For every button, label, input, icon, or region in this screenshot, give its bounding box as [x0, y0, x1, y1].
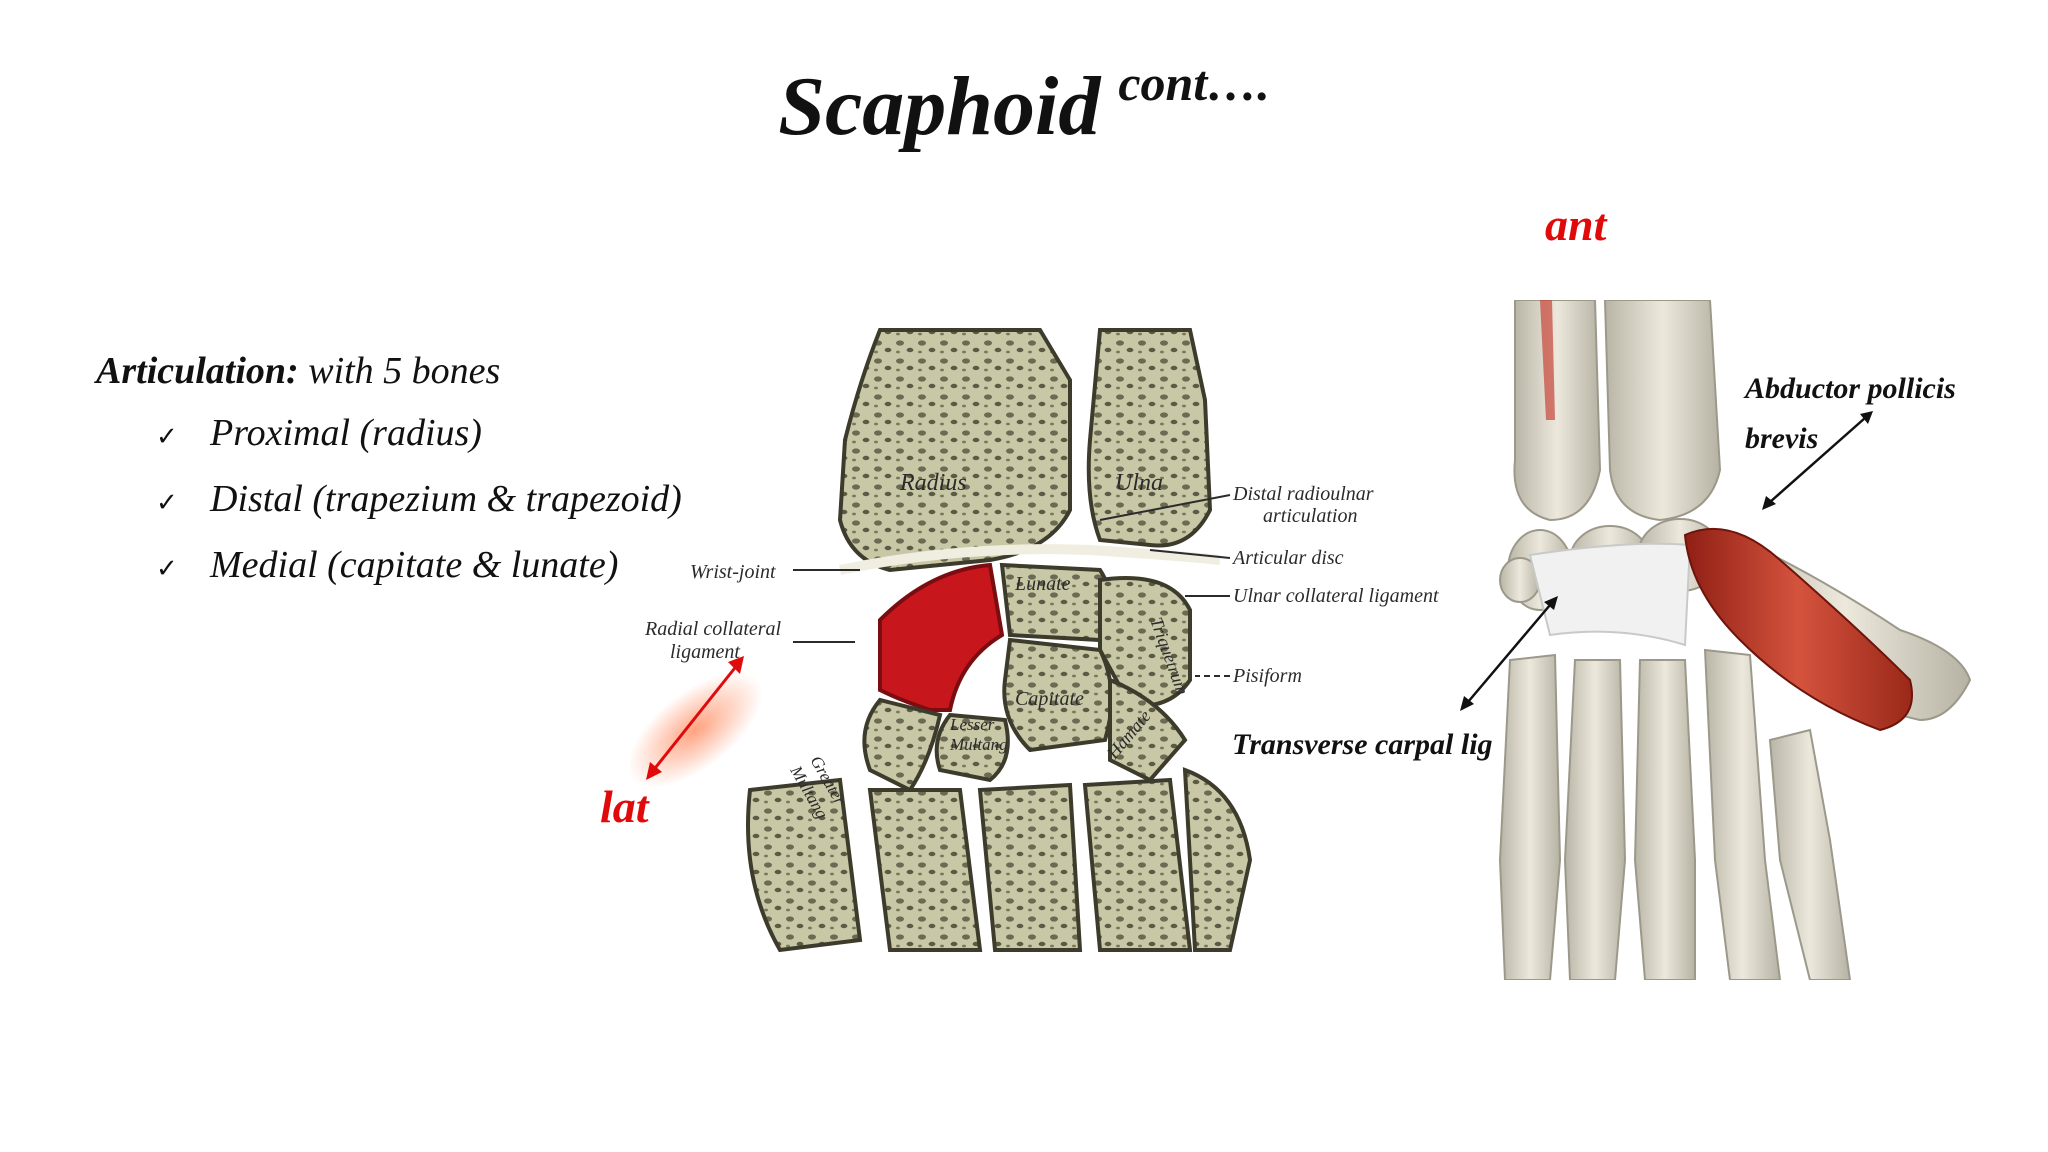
- bone-label-lesser-multangular-2: Multang: [949, 735, 1008, 754]
- label-abductor-pollicis: Abductor pollicis: [1745, 372, 1956, 405]
- bone-label-lesser-multangular: Lesser: [949, 715, 995, 734]
- check-icon: ✓: [156, 554, 178, 583]
- wrist-section-figure: Radius Ulna Lunate Capitate Triquetrum H…: [627, 320, 1530, 960]
- callout-pisiform: Pisiform: [1232, 665, 1302, 687]
- bone-label-radius: Radius: [899, 470, 967, 496]
- list-item: ✓Distal (trapezium & trapezoid): [156, 468, 682, 534]
- callout-ulnar-collateral: Ulnar collateral ligament: [1233, 585, 1439, 607]
- label-transverse-carpal-lig: Transverse carpal lig: [1232, 728, 1493, 761]
- direction-label-ant: ant: [1545, 199, 1607, 250]
- callout-distal-radioulnar-2: articulation: [1263, 505, 1357, 527]
- articulation-list: ✓Proximal (radius) ✓Distal (trapezium & …: [96, 402, 682, 600]
- direction-label-lat: lat: [600, 781, 649, 832]
- label-abductor-pollicis-2: brevis: [1745, 422, 1819, 455]
- callout-radial-collateral: Radial collateral: [644, 618, 782, 640]
- title-main: Scaphoid: [778, 60, 1101, 153]
- list-item: ✓Medial (capitate & lunate): [156, 534, 682, 600]
- list-item: ✓Proximal (radius): [156, 402, 682, 468]
- check-icon: ✓: [156, 488, 178, 517]
- articulation-heading-rest: with 5 bones: [298, 350, 501, 392]
- wrist-section-illustration: Radius Ulna Lunate Capitate Triquetrum H…: [627, 328, 1439, 953]
- title-superscript: cont….: [1118, 55, 1270, 111]
- articulation-heading: Articulation: with 5 bones: [96, 340, 682, 402]
- articulation-heading-bold: Articulation:: [96, 350, 299, 392]
- transverse-lig-arrow: [1460, 596, 1558, 711]
- hand-anterior-figure: [1480, 299, 1980, 981]
- articulation-block: Articulation: with 5 bones ✓Proximal (ra…: [96, 340, 682, 600]
- check-icon: ✓: [156, 422, 178, 451]
- callout-radial-collateral-2: ligament: [670, 641, 740, 663]
- bone-label-capitate: Capitate: [1015, 688, 1084, 710]
- bone-label-lunate: Lunate: [1014, 573, 1071, 595]
- bone-label-ulna: Ulna: [1115, 470, 1163, 496]
- callout-wrist-joint: Wrist-joint: [690, 561, 776, 583]
- callout-articular-disc: Articular disc: [1231, 547, 1344, 569]
- callout-distal-radioulnar: Distal radioulnar: [1232, 483, 1374, 505]
- hand-anterior-illustration: [1480, 299, 1980, 981]
